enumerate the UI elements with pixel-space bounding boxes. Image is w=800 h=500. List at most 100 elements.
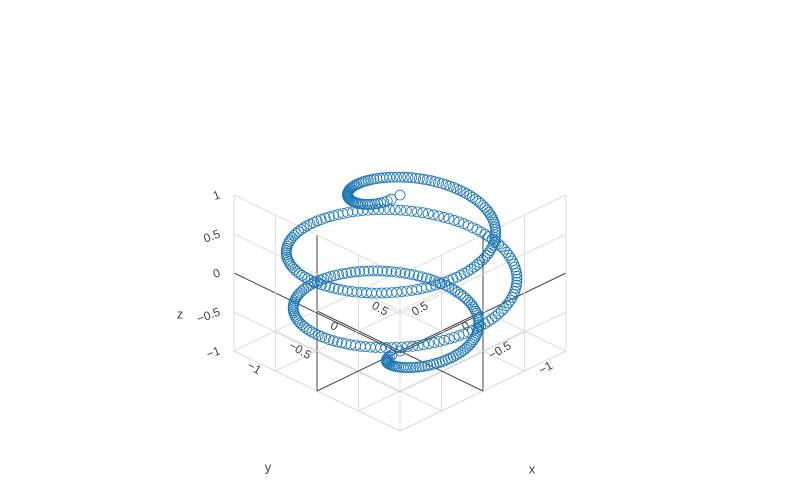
data-point: [386, 266, 397, 278]
data-point: [286, 232, 298, 243]
data-point: [387, 171, 399, 183]
data-point: [305, 278, 317, 290]
data-point: [492, 308, 504, 320]
data-point: [511, 273, 523, 285]
data-point: [337, 268, 349, 280]
data-point: [364, 198, 376, 210]
data-point: [384, 204, 396, 216]
data-point: [433, 336, 445, 348]
data-point: [340, 338, 352, 350]
data-point: [417, 173, 429, 185]
data-point: [298, 222, 310, 234]
data-point: [293, 226, 304, 237]
data-point: [448, 214, 460, 226]
data-point: [467, 301, 479, 313]
data-point: [443, 213, 455, 225]
data-point: [449, 284, 461, 296]
data-point: [332, 283, 344, 295]
data-point: [417, 207, 429, 219]
grid-line: [399, 194, 567, 276]
data-point: [331, 336, 343, 348]
data-point: [500, 300, 512, 312]
data-point: [301, 220, 313, 232]
data-point: [395, 204, 407, 216]
data-point: [457, 290, 469, 302]
data-point: [402, 171, 414, 183]
data-point: [294, 317, 306, 329]
z-tick-label: 0: [211, 266, 222, 282]
data-point: [466, 299, 477, 310]
data-point: [511, 270, 523, 282]
grid-line: [233, 270, 401, 352]
data-point: [473, 319, 485, 331]
data-point: [423, 338, 435, 350]
data-point: [357, 205, 369, 217]
data-point: [378, 204, 390, 216]
data-point: [416, 271, 428, 283]
data-point: [400, 362, 412, 373]
data-point: [446, 283, 458, 295]
data-point: [483, 231, 495, 242]
data-point: [345, 339, 357, 351]
grid-line: [399, 270, 567, 352]
data-point: [420, 272, 432, 284]
data-point: [391, 171, 403, 183]
data-point: [506, 255, 518, 267]
data-point: [427, 209, 439, 221]
data-point: [328, 282, 340, 294]
data-point: [381, 265, 393, 277]
data-point: [436, 178, 448, 190]
data-point: [443, 333, 455, 345]
grid-line: [233, 272, 401, 354]
z-tick-label: 1: [211, 188, 222, 204]
data-point: [481, 204, 493, 216]
data-point: [482, 315, 494, 327]
data-point: [367, 204, 379, 216]
data-point: [422, 208, 434, 220]
data-point: [461, 188, 473, 200]
data-point: [337, 284, 349, 296]
data-point: [287, 262, 299, 274]
data-point: [465, 338, 477, 349]
data-point: [363, 265, 375, 277]
data-point: [503, 249, 515, 261]
data-point: [410, 361, 422, 373]
data-point: [438, 211, 450, 223]
grid-line: [275, 290, 442, 372]
data-point: [503, 297, 514, 309]
data-point: [303, 280, 314, 292]
data-point: [458, 218, 470, 230]
data-point: [424, 273, 436, 285]
data-point: [367, 265, 379, 277]
data-point: [438, 334, 450, 346]
data-point: [462, 265, 474, 277]
data-point: [402, 362, 414, 374]
data-point: [380, 172, 392, 183]
data-point: [428, 337, 440, 349]
data-point: [384, 171, 396, 183]
data-point: [323, 211, 335, 223]
data-point: [459, 343, 471, 355]
data-point: [305, 274, 317, 286]
data-point: [300, 282, 312, 294]
data-point: [470, 330, 482, 341]
data-point: [398, 171, 410, 183]
data-point: [433, 177, 445, 189]
data-point: [411, 206, 423, 218]
data-point: [320, 280, 332, 292]
data-point: [465, 263, 477, 275]
data-point: [293, 268, 305, 279]
data-point: [453, 330, 465, 342]
data-point: [372, 265, 384, 277]
data-point: [394, 189, 406, 201]
data-point: [406, 205, 418, 217]
data-point: [468, 261, 480, 273]
data-point: [401, 341, 413, 353]
data-point: [413, 361, 425, 373]
data-point: [407, 340, 419, 352]
data-point: [421, 174, 433, 186]
data-point: [301, 323, 312, 334]
data-point: [319, 212, 331, 224]
data-point: [511, 276, 523, 288]
